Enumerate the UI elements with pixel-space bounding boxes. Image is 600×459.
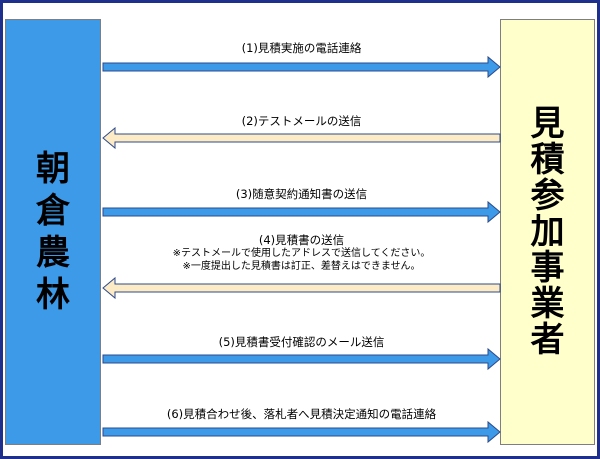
arrow-backward-2 [102,126,501,150]
message-label-4: (4)見積書の送信 ※テストメールで使用したアドレスで送信してください。 ※一度… [103,233,500,273]
right-party-box: 見 積 参 加 事 業 者 [500,19,595,445]
left-party-char: 倉 [36,191,70,231]
right-party-char: 加 [530,212,565,252]
left-party-char: 朝 [36,149,70,189]
arrow-forward-5 [102,347,501,371]
right-party-char: 積 [530,140,565,180]
message-step: (5)見積書受付確認のメール送信 [218,335,385,349]
message-note: ※テストメールで使用したアドレスで送信してください。 [172,248,431,259]
right-party-char: 者 [530,320,565,360]
left-party-char: 林 [36,275,70,315]
message-step: (3)随意契約通知書の送信 [235,187,368,201]
message-label-1: (1)見積実施の電話連絡 [103,41,500,55]
message-step: (2)テストメールの送信 [241,114,362,128]
right-party-char: 見 [530,104,565,144]
message-label-2: (2)テストメールの送信 [103,114,500,128]
message-note: ※一度提出した見積書は訂正、差替えはできません。 [182,261,421,272]
arrow-forward-6 [102,420,501,444]
right-party-char: 参 [530,176,565,216]
message-step: (4)見積書の送信 [258,233,345,247]
left-party-char: 農 [36,233,70,273]
message-arrows [102,55,501,444]
right-party-char: 業 [530,284,565,324]
right-party-char: 事 [530,248,565,288]
arrow-forward-1 [102,55,501,79]
message-step: (1)見積実施の電話連絡 [241,41,362,55]
message-step: (6)見積合わせ後、落札者へ見積決定通知の電話連絡 [166,407,437,421]
arrow-backward-4 [102,276,501,300]
left-party-box: 朝 倉 農 林 [5,19,101,445]
message-label-3: (3)随意契約通知書の送信 [103,187,500,201]
message-label-6: (6)見積合わせ後、落札者へ見積決定通知の電話連絡 [103,407,500,421]
message-label-5: (5)見積書受付確認のメール送信 [103,335,500,349]
arrow-forward-3 [102,200,501,224]
